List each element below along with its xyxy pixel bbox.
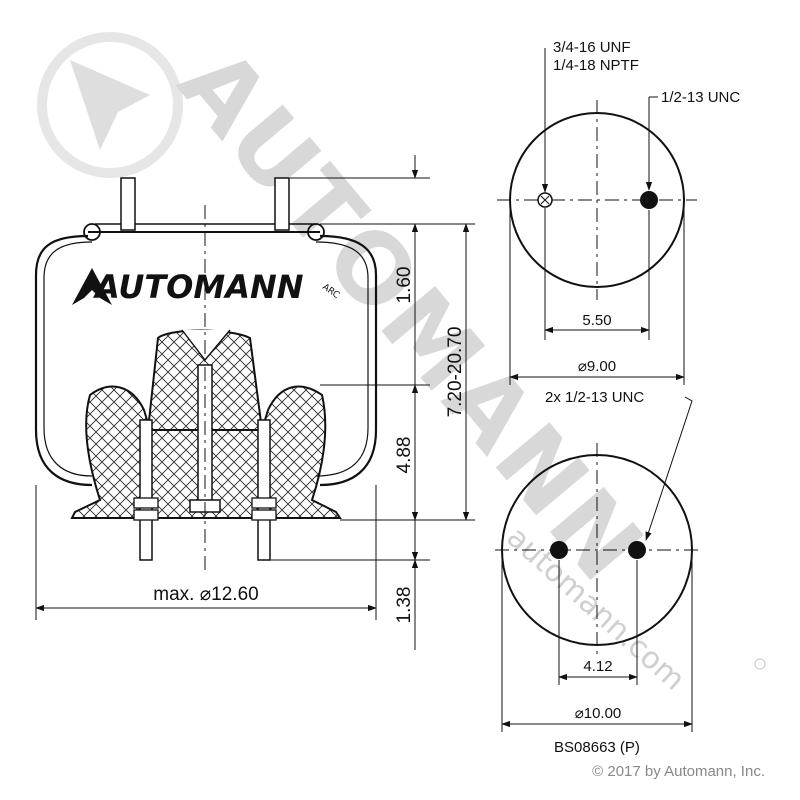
side-dimensions <box>35 155 475 650</box>
bellow-left <box>34 234 93 487</box>
top-stud-label: 1/2-13 UNC <box>661 89 740 106</box>
bottom-stud-hole-left <box>550 541 568 559</box>
side-view: AUTOMANN ARC <box>34 177 378 575</box>
dim-bottom-stud: 1.38 <box>394 587 415 624</box>
dim-height-range: 7.20-20.70 <box>445 327 466 418</box>
registered-mark-icon <box>754 658 766 670</box>
bellow-right <box>319 234 378 487</box>
logo-text: AUTOMANN <box>92 268 304 306</box>
top-view <box>497 48 697 385</box>
port-label-1: 3/4-16 UNF <box>553 39 631 56</box>
bottom-stud-right <box>257 419 271 561</box>
top-stud-hole <box>640 191 658 209</box>
bottom-stud-label: 2x 1/2-13 UNC <box>545 389 644 406</box>
top-diameter: ⌀9.00 <box>578 358 616 375</box>
bottom-diameter: ⌀10.00 <box>575 705 622 722</box>
bottom-stud-hole-right <box>628 541 646 559</box>
top-stud-left <box>120 177 136 231</box>
port-label-2: 1/4-18 NPTF <box>553 57 639 74</box>
bottom-stud-left <box>139 419 153 561</box>
dim-piston: 4.88 <box>394 437 415 474</box>
copyright: © 2017 by Automann, Inc. <box>592 763 765 780</box>
bottom-stud-spacing: 4.12 <box>583 658 612 675</box>
top-stud-right <box>274 177 290 231</box>
dim-top-stud: 1.60 <box>394 267 415 304</box>
bottom-view <box>495 396 700 732</box>
brand-logo: AUTOMANN ARC <box>72 268 341 306</box>
top-stud-spacing: 5.50 <box>582 312 611 329</box>
max-diameter-label: max. ⌀12.60 <box>153 584 258 605</box>
part-number: BS08663 (P) <box>554 739 640 756</box>
